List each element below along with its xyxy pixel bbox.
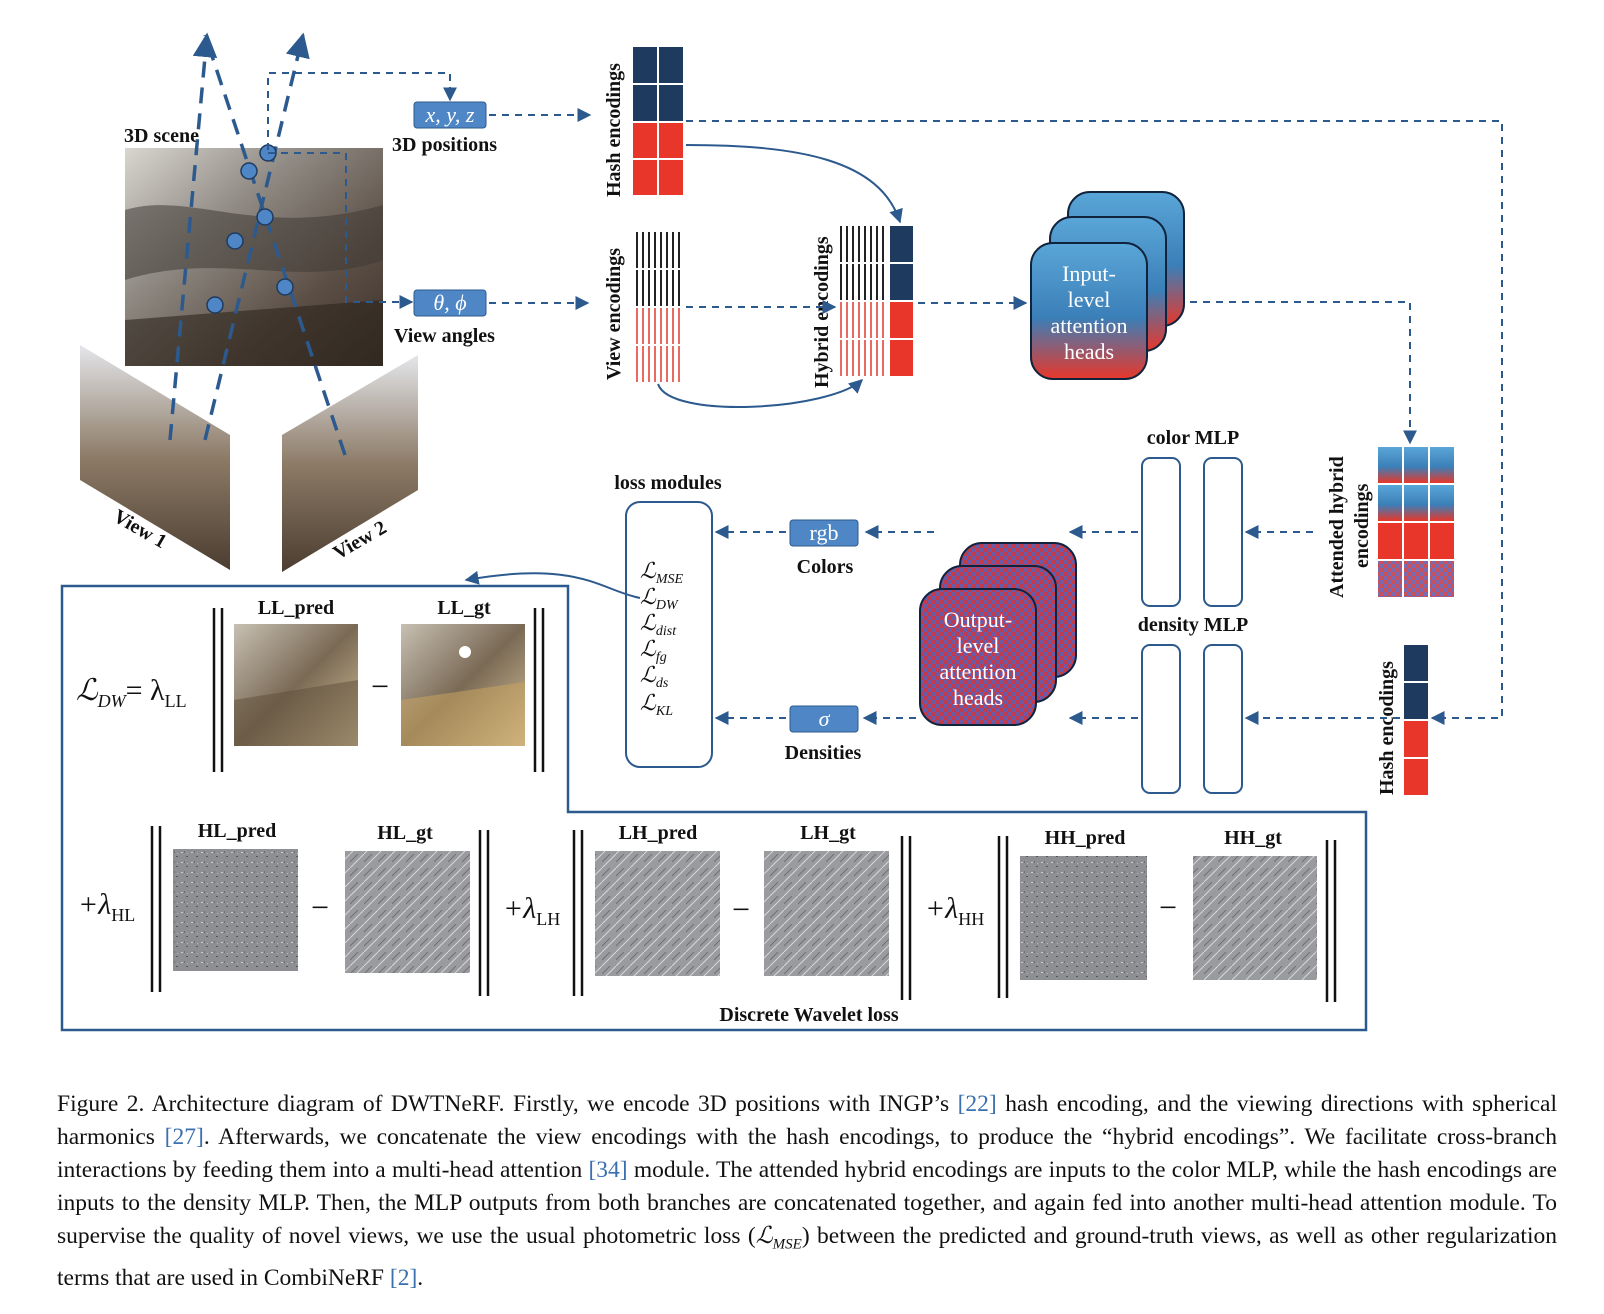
architecture-diagram: 3D scene View 1 View 2 x, y, z 3D positi… [60, 32, 1503, 1032]
svg-text:ℒDW: ℒDW [640, 584, 679, 613]
angles-chip [413, 289, 487, 317]
input-attention-heads [1030, 191, 1185, 380]
sample-points [206, 144, 294, 314]
hash-encodings-right [1404, 645, 1428, 795]
loss-modules-label: loss modules [614, 472, 721, 494]
ref-2[interactable]: [2] [389, 1264, 418, 1291]
hl-gt-label: HL_gt [377, 822, 433, 844]
positions-chip [413, 101, 487, 129]
output-heads-l1: Output- [944, 607, 1012, 632]
angles-chip-text: θ, ϕ [433, 290, 466, 315]
dwt-loss-label: Discrete Wavelet loss [719, 1004, 898, 1026]
lh-pred-image [595, 851, 720, 976]
rgb-chip [789, 519, 859, 547]
hh-gt-label: HH_gt [1224, 827, 1282, 849]
ll-pred-label: LL_pred [258, 597, 334, 619]
view2-image [282, 355, 418, 572]
minus-hl: − [311, 889, 329, 925]
hybrid-enc-label: Hybrid encodings [811, 236, 833, 388]
colors-label: Colors [797, 556, 854, 578]
hash-enc-top-label: Hash encodings [603, 63, 625, 197]
output-heads-l2: level [957, 633, 1000, 658]
figure-caption: Figure 2. Architecture diagram of DWTNeR… [57, 1091, 1557, 1291]
lh-gt-image [764, 851, 889, 976]
view-encodings [633, 232, 683, 382]
minus-hh: − [1159, 889, 1177, 925]
positions-label: 3D positions [392, 134, 497, 156]
lambda-hl: +λHL [78, 888, 135, 925]
hybrid-encodings [840, 226, 913, 376]
ref-34[interactable]: [34] [588, 1157, 628, 1183]
input-heads-l3: attention [1051, 313, 1128, 338]
positions-chip-text: x, y, z [425, 102, 475, 127]
hl-gt-image [345, 851, 470, 973]
hl-pred-label: HL_pred [198, 820, 277, 842]
lambda-hh: +λHH [925, 892, 984, 929]
output-heads-l4: heads [953, 685, 1003, 710]
rgb-chip-text: rgb [810, 520, 839, 545]
attended-label-1: Attended hybrid [1326, 456, 1348, 598]
color-mlp-layer2 [1203, 457, 1243, 607]
dw-lhs: ℒDW= λLL [76, 674, 187, 711]
svg-text:ℒMSE: ℒMSE [640, 558, 684, 587]
scene-label: 3D scene [124, 125, 199, 147]
svg-text:ℒdist: ℒdist [640, 610, 677, 639]
ref-27[interactable]: [27] [164, 1124, 204, 1150]
color-mlp-label: color MLP [1147, 427, 1239, 449]
dwt-frame [60, 584, 1368, 1032]
svg-text:ℒKL: ℒKL [640, 690, 673, 719]
input-heads-l4: heads [1064, 339, 1114, 364]
density-mlp-layer2 [1203, 644, 1243, 794]
loss-list: ℒMSE ℒDW ℒdist ℒfg ℒds ℒKL [640, 558, 684, 719]
ray-view1 [168, 32, 218, 441]
hash-enc-right-label: Hash encodings [1376, 661, 1398, 795]
svg-text:ℒds: ℒds [640, 662, 669, 691]
view-enc-label: View encodings [603, 248, 625, 380]
lh-gt-label: LH_gt [800, 822, 856, 844]
ref-22[interactable]: [22] [957, 1091, 997, 1117]
lh-pred-label: LH_pred [619, 822, 698, 844]
svg-text:ℒfg: ℒfg [640, 636, 667, 665]
density-mlp-layer1 [1141, 644, 1181, 794]
hh-gt-image [1193, 856, 1317, 980]
input-heads-l2: level [1068, 287, 1111, 312]
hl-pred-image [173, 849, 298, 971]
angles-label: View angles [394, 325, 495, 347]
lambda-lh: +λLH [503, 892, 560, 929]
input-heads-l1: Input- [1062, 261, 1116, 286]
density-mlp-label: density MLP [1138, 614, 1249, 636]
attended-hybrid-encodings [1378, 447, 1454, 597]
color-mlp-layer1 [1141, 457, 1181, 607]
ray-view2 [203, 32, 310, 441]
densities-label: Densities [785, 742, 862, 764]
attended-label-2: encodings [1351, 483, 1373, 568]
sigma-chip [789, 705, 859, 733]
hh-pred-label: HH_pred [1045, 827, 1126, 849]
output-heads-l3: attention [940, 659, 1017, 684]
sigma-chip-text: σ [819, 706, 831, 731]
view1-image [80, 345, 230, 570]
loss-modules-box [625, 501, 713, 768]
minus-ll: − [371, 668, 389, 704]
hh-pred-image [1020, 856, 1147, 980]
hash-encodings-top [633, 47, 683, 195]
ll-gt-label: LL_gt [437, 597, 491, 619]
output-attention-heads [919, 542, 1077, 726]
minus-lh: − [732, 891, 750, 927]
